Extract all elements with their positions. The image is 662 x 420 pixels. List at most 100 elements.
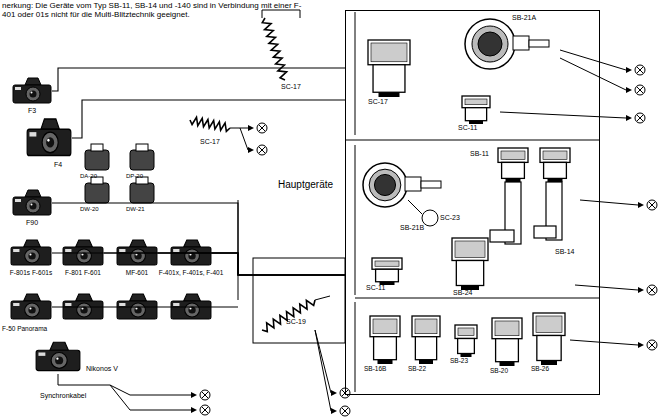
- wire: [355, 302, 356, 392]
- coiled-cord: [262, 18, 286, 80]
- camera-drawing: [13, 190, 51, 215]
- camera-box: F-401x, F-401s, F-401: [170, 238, 212, 268]
- flash-unit: [372, 258, 402, 285]
- wire: [355, 12, 356, 135]
- cable-line: [52, 203, 345, 275]
- plug-symbol: [500, 112, 645, 123]
- wire: [110, 385, 130, 395]
- camera-box: F3: [12, 76, 52, 106]
- camera-outline: [10, 238, 52, 268]
- flash-unit: [452, 238, 488, 290]
- camera-outline: [12, 188, 52, 218]
- wire: [230, 128, 240, 129]
- flash-unit: [540, 148, 570, 182]
- camera-drawing: [171, 240, 211, 265]
- camera-drawing: [11, 240, 51, 265]
- plug-symbol: [240, 128, 267, 155]
- part-label: DP-20: [126, 173, 160, 180]
- flash-unit: [498, 148, 528, 182]
- part-label: Synchronkabel: [40, 392, 110, 400]
- part-label: DA-20: [80, 173, 114, 180]
- cable-line: [212, 253, 345, 275]
- part-label: SC-23: [440, 214, 474, 222]
- wire: [355, 298, 600, 299]
- finder-drawing: [130, 150, 154, 170]
- wire: [408, 200, 422, 214]
- camera-outline: [116, 238, 158, 268]
- part-label: SB-11: [470, 150, 500, 158]
- part-label: SB-14: [555, 248, 591, 256]
- wire: [110, 385, 130, 410]
- camera-outline: [12, 76, 52, 106]
- part-label: SB-21B: [400, 224, 440, 232]
- flash-bracket: [490, 230, 514, 242]
- camera-name: F3: [6, 107, 58, 115]
- flash-unit: [462, 96, 490, 124]
- part-label: DW-20: [80, 206, 114, 213]
- plug-symbol: [560, 50, 645, 75]
- part-label: SC-11: [458, 124, 492, 132]
- plug-symbol: [240, 123, 267, 133]
- camera-outline: [26, 116, 72, 160]
- part-label: SC-17: [281, 83, 315, 91]
- camera-drawing: [27, 119, 71, 156]
- wire: [345, 140, 600, 141]
- flash-unit: [370, 316, 400, 364]
- camera-name: MF-601: [108, 269, 166, 276]
- flash-unit: [455, 325, 477, 357]
- wire: [58, 374, 110, 385]
- part-label: SB-24: [453, 289, 487, 297]
- camera-name: F4: [54, 161, 84, 169]
- finder-drawing: [85, 183, 109, 203]
- cable-line: [52, 68, 345, 91]
- group-frame: [253, 258, 345, 343]
- part-label: DW-21: [126, 206, 160, 213]
- part-label: SB-21A: [512, 14, 552, 22]
- part-label: SC-19: [286, 318, 320, 326]
- camera-name: F-801s F-601s: [2, 269, 60, 276]
- finder-drawing: [85, 150, 109, 170]
- group-box: Hauptgeräte: [345, 10, 600, 395]
- flash-bracket: [534, 226, 556, 238]
- part-label: SC-17: [368, 98, 402, 106]
- plug-symbol: [575, 285, 657, 295]
- plug-symbol: [560, 58, 645, 95]
- part-label: Nikonos V: [86, 365, 136, 373]
- flash-unit: [533, 313, 565, 365]
- coiled-cord: [262, 300, 315, 332]
- cable-line: [104, 253, 345, 275]
- cable-line: [72, 100, 345, 138]
- coiled-cord: [190, 117, 230, 131]
- camera-box: F-801 F-601: [62, 238, 104, 268]
- plug-symbol: [570, 340, 657, 350]
- camera-outline: [170, 238, 212, 268]
- part-label: SB-16B: [364, 365, 402, 372]
- cable-line: [52, 253, 345, 275]
- wire: [52, 307, 238, 308]
- camera-box: F-801s F-601s: [10, 238, 52, 268]
- camera-outline: [62, 238, 104, 268]
- note-text: nerkung: Die Geräte vom Typ SB-11, SB-14…: [2, 1, 302, 19]
- part-label: SB-26: [531, 365, 565, 372]
- camera-drawing: [13, 78, 51, 103]
- camera-drawing: [63, 240, 103, 265]
- camera-drawing: [11, 294, 51, 319]
- part-label: SB-23: [450, 357, 484, 364]
- camera-name: F90: [6, 219, 58, 227]
- ring-flash: [363, 163, 441, 207]
- wire: [238, 200, 239, 300]
- part-label: F-50 Panorama: [2, 325, 72, 332]
- camera-name: F-401x, F-401s, F-401: [150, 269, 232, 276]
- wire: [262, 10, 300, 18]
- plug-symbol: [580, 200, 657, 210]
- camera-name: F-801 F-601: [54, 269, 112, 276]
- camera-box: F4: [26, 116, 72, 160]
- camera-box: MF-601: [116, 238, 158, 268]
- camera-drawing: [36, 342, 80, 370]
- camera-box: F90: [12, 188, 52, 218]
- flash-unit: [412, 316, 440, 364]
- part-label: SC-17: [200, 138, 234, 146]
- cable-line: [158, 253, 345, 275]
- wire: [355, 145, 356, 295]
